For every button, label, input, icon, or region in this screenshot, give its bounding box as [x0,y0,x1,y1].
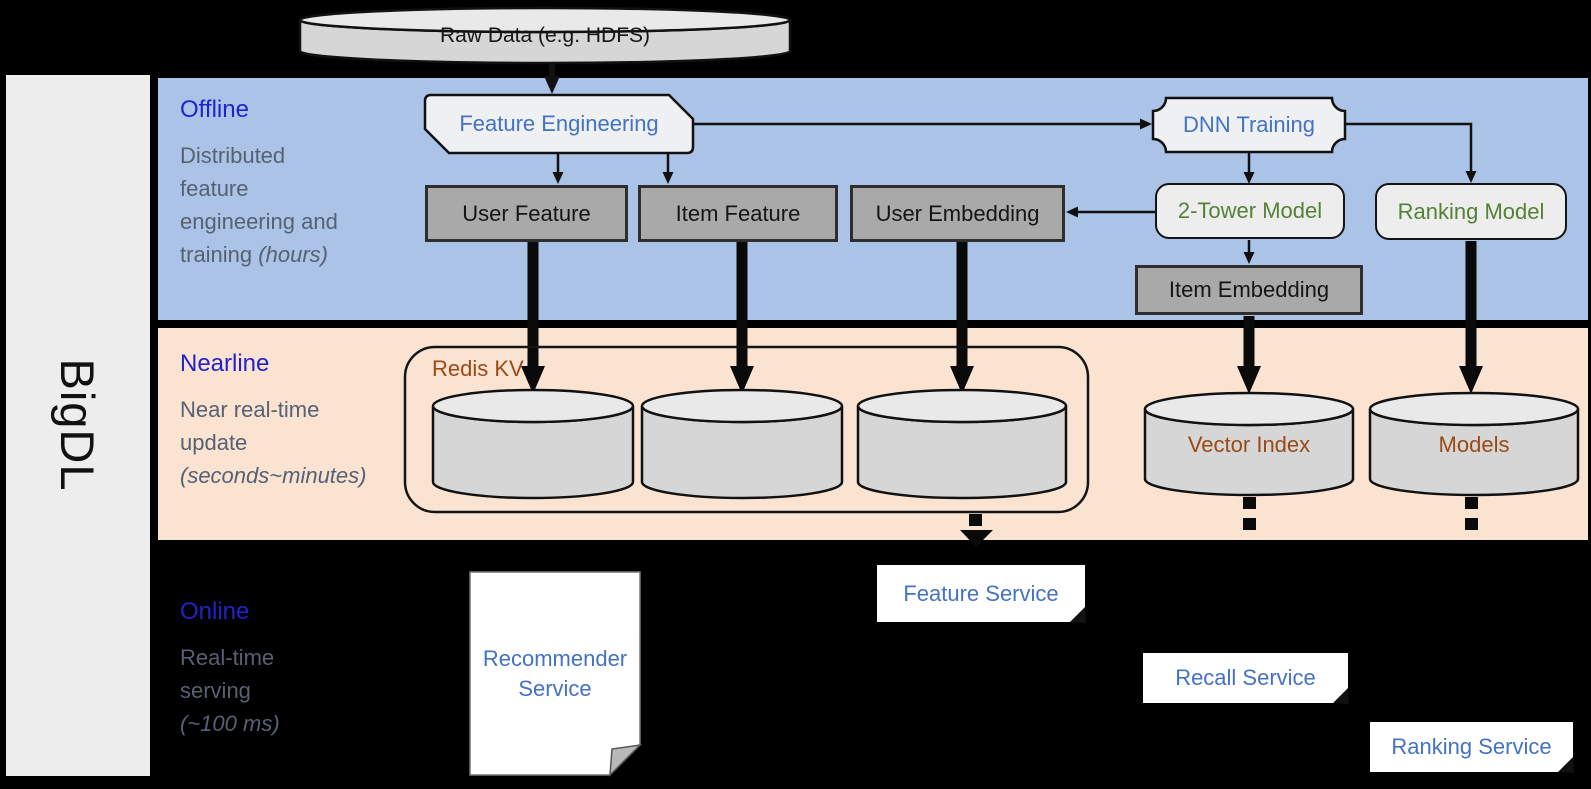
subtitle-line: Real-time [180,645,275,670]
bigdl-brand-label: BigDL [51,358,105,492]
dnn-training-label: DNN Training [1182,112,1316,137]
online-band-text: Online Real-time serving (~100 ms) [180,598,410,740]
models-cylinder [1368,391,1580,497]
online-band [158,540,1588,789]
user-embedding-node: User Embedding [850,185,1065,242]
feature-service-card [877,565,1086,623]
subtitle-line: feature [180,176,249,201]
raw-data-cylinder [298,6,792,65]
offline-band-text: Offline Distributed feature engineering … [180,96,410,271]
feature-engineering-shape [423,93,695,155]
recommender-service-document [469,571,643,777]
redis-cylinder-3 [856,388,1068,500]
recall-service-label: Recall Service [1175,665,1316,690]
raw-data-label: Raw Data (e.g. HDFS) [439,23,651,47]
online-band-title: Online [180,598,250,625]
subtitle-line: update [180,430,248,455]
subtitle-line: serving [180,678,251,703]
item-embedding-node: Item Embedding [1135,265,1363,315]
subtitle-line: (~100 ms) [180,711,280,736]
dashed-connector-redis-to-feature-service [960,514,993,547]
vector-index-cylinder [1143,391,1355,497]
redis-cylinder-1 [431,388,635,500]
models-label: Models [1438,431,1510,457]
feature-service-label: Feature Service [903,580,1059,606]
dashed-connector-vector-index [1243,497,1256,530]
nearline-band-subtitle: Near real-time update (seconds~minutes) [180,393,410,492]
redis-kv-label: Redis KV [432,356,524,381]
feature-engineering-label: Feature Engineering [459,111,659,136]
vector-index-label: Vector Index [1187,431,1311,457]
redis-cylinder-2 [640,388,844,500]
user-feature-node: User Feature [425,185,628,242]
offline-band-subtitle: Distributed feature engineering and trai… [180,139,410,271]
nearline-band-title: Nearline [180,350,270,377]
ranking-service-label: Ranking Service [1391,734,1552,759]
ranking-service-card [1370,722,1574,773]
subtitle-line: (seconds~minutes) [180,463,367,488]
arrow-dnn-to-ranking-model [1345,122,1477,183]
redis-kv-container [403,345,1090,514]
online-band-subtitle: Real-time serving (~100 ms) [180,641,410,740]
recall-service-card [1143,653,1349,704]
two-tower-model-node: 2-Tower Model [1155,183,1345,239]
subtitle-line: Distributed [180,143,286,168]
dnn-training-shape [1151,96,1347,154]
subtitle-line: Near real-time [180,397,320,422]
offline-band-title: Offline [180,96,249,123]
nearline-band-text: Nearline Near real-time update (seconds~… [180,350,410,492]
dashed-connector-models [1465,497,1478,530]
subtitle-line: engineering and [180,209,338,234]
item-feature-node: Item Feature [638,185,838,242]
ranking-model-node: Ranking Model [1375,183,1567,240]
subtitle-line: training (hours) [180,242,328,267]
recommender-service-label: Recommender Service [482,645,628,701]
bigdl-sidebar [6,75,150,776]
